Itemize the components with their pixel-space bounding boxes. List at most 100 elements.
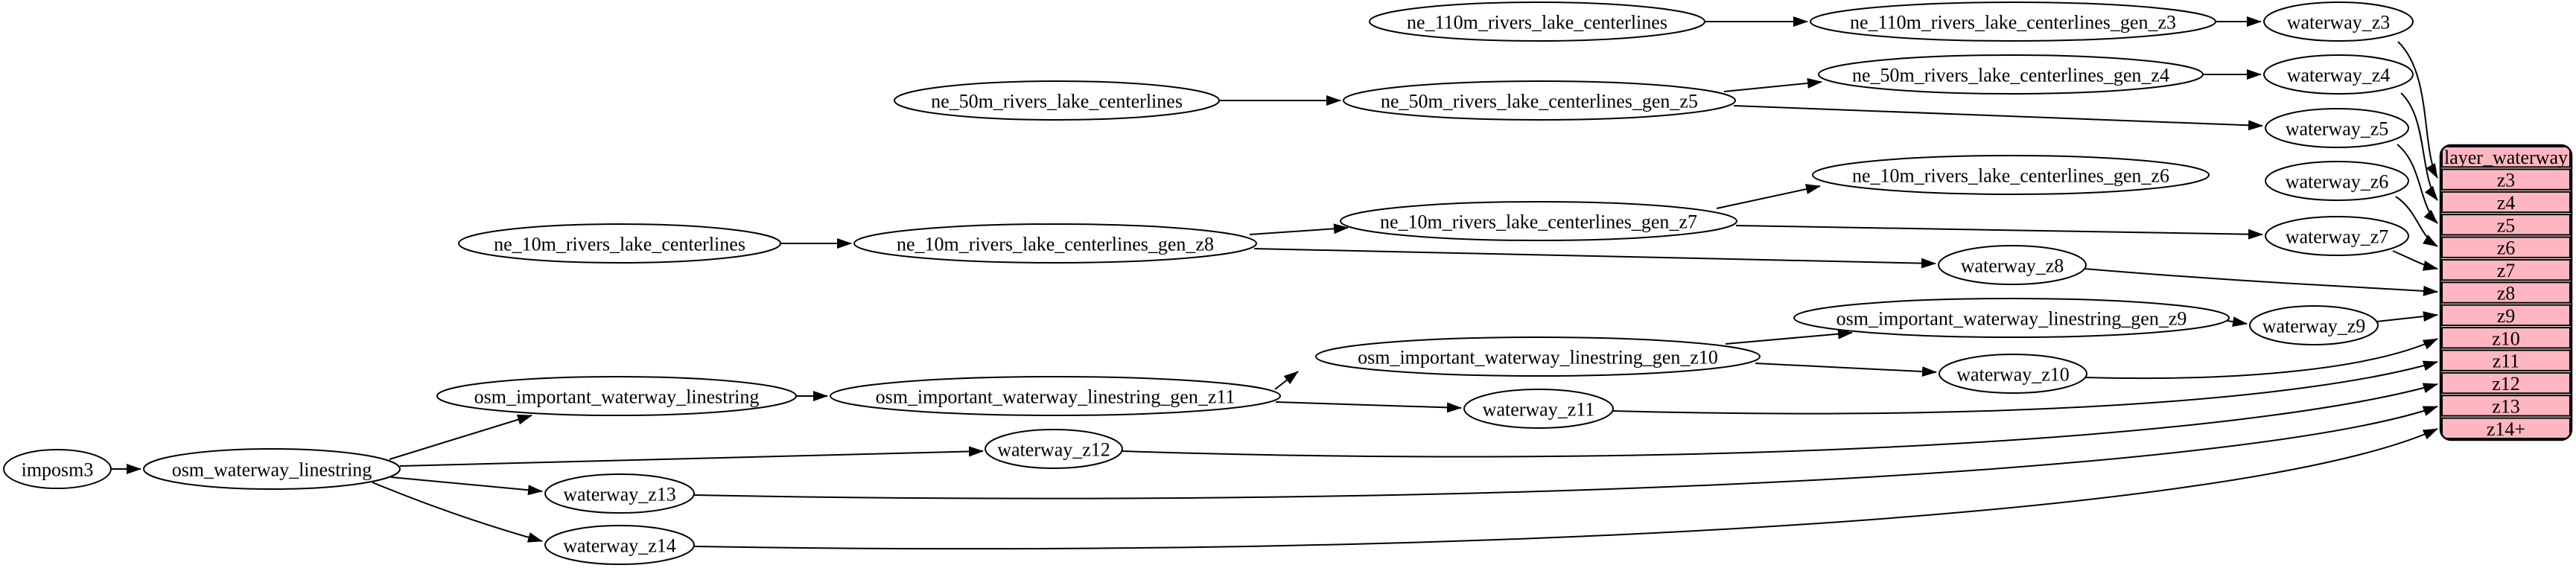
node-ellipse bbox=[3, 449, 112, 489]
edge-waterway_z11-to-layer_waterway.z11 bbox=[1612, 360, 2438, 415]
node-waterway_z5: waterway_z5 bbox=[2265, 108, 2409, 148]
edge-waterway_z10-to-layer_waterway.z10 bbox=[2084, 338, 2438, 380]
node-label: waterway_z11 bbox=[1483, 399, 1595, 421]
record-row-label: z6 bbox=[2497, 237, 2516, 259]
record-row-label: z11 bbox=[2493, 351, 2520, 372]
record-row-label: z10 bbox=[2492, 328, 2520, 349]
node-ellipse bbox=[2265, 108, 2409, 148]
node-waterway_z8: waterway_z8 bbox=[1938, 245, 2087, 285]
node-ellipse bbox=[2265, 161, 2409, 201]
node-ellipse bbox=[830, 376, 1281, 416]
node-waterway_z9: waterway_z9 bbox=[2249, 305, 2379, 345]
edge-waterway_z4-to-layer_waterway.z4 bbox=[2400, 92, 2438, 201]
node-label: imposm3 bbox=[22, 459, 94, 481]
record-row-label: z14+ bbox=[2487, 418, 2525, 440]
node-ellipse bbox=[1315, 336, 1761, 377]
record-row-z12 bbox=[2441, 371, 2571, 395]
node-label: waterway_z6 bbox=[2286, 171, 2389, 193]
edge-ne_50m_rivers_lake_centerlines_gen_z5-to-ne_50m_rivers_lake_centerlines_gen_z4 bbox=[1723, 77, 1822, 92]
edge-osm_waterway_linestring-to-waterway_z12 bbox=[399, 446, 984, 467]
node-label: osm_important_waterway_linestring_gen_z1… bbox=[1358, 347, 1718, 368]
record-row-z10 bbox=[2441, 327, 2571, 349]
node-label: ne_110m_rivers_lake_centerlines_gen_z3 bbox=[1850, 12, 2176, 33]
node-ellipse bbox=[544, 473, 695, 514]
node-ne_110m_rivers_lake_centerlines_gen_z3: ne_110m_rivers_lake_centerlines_gen_z3 bbox=[1810, 1, 2216, 42]
node-ellipse bbox=[1810, 1, 2216, 42]
node-ellipse bbox=[1369, 1, 1705, 42]
node-ellipse bbox=[1463, 389, 1614, 429]
node-osm_important_waterway_linestring_gen_z10: osm_important_waterway_linestring_gen_z1… bbox=[1315, 336, 1761, 377]
edge-ne_10m_rivers_lake_centerlines_gen_z8-to-waterway_z8 bbox=[1253, 248, 1936, 269]
node-label: waterway_z13 bbox=[563, 484, 676, 505]
node-label: waterway_z12 bbox=[997, 439, 1110, 461]
node-osm_important_waterway_linestring: osm_important_waterway_linestring bbox=[436, 376, 797, 416]
node-waterway_z3: waterway_z3 bbox=[2263, 1, 2414, 42]
record-row-z11 bbox=[2441, 349, 2571, 371]
record-row-z3 bbox=[2441, 168, 2571, 191]
node-ellipse bbox=[1812, 155, 2210, 195]
edge-waterway_z9-to-layer_waterway.z9 bbox=[2376, 311, 2438, 322]
record-title: layer_waterway bbox=[2444, 147, 2568, 168]
node-label: osm_important_waterway_linestring_gen_z9 bbox=[1836, 308, 2187, 330]
node-label: waterway_z7 bbox=[2286, 226, 2389, 248]
node-ne_10m_rivers_lake_centerlines_gen_z8: ne_10m_rivers_lake_centerlines_gen_z8 bbox=[853, 223, 1257, 264]
record-row-label: z3 bbox=[2497, 170, 2516, 191]
node-ellipse bbox=[2263, 54, 2414, 95]
node-waterway_z4: waterway_z4 bbox=[2263, 54, 2414, 95]
node-ne_110m_rivers_lake_centerlines: ne_110m_rivers_lake_centerlines bbox=[1369, 1, 1705, 42]
edge-osm_important_waterway_linestring_gen_z10-to-waterway_z10 bbox=[1755, 363, 1937, 377]
node-waterway_z14: waterway_z14 bbox=[544, 525, 695, 565]
node-label: ne_10m_rivers_lake_centerlines_gen_z6 bbox=[1852, 165, 2169, 187]
node-ellipse bbox=[458, 223, 781, 264]
node-ellipse bbox=[544, 525, 695, 565]
node-label: waterway_z9 bbox=[2262, 316, 2366, 337]
record-row-label: z7 bbox=[2497, 260, 2516, 281]
record-row-z4 bbox=[2441, 191, 2571, 214]
node-label: osm_important_waterway_linestring_gen_z1… bbox=[876, 386, 1235, 408]
node-label: osm_important_waterway_linestring bbox=[474, 386, 760, 408]
edge-ne_10m_rivers_lake_centerlines_gen_z7-to-waterway_z7 bbox=[1735, 225, 2263, 240]
node-ne_10m_rivers_lake_centerlines_gen_z7: ne_10m_rivers_lake_centerlines_gen_z7 bbox=[1340, 201, 1737, 241]
node-label: waterway_z4 bbox=[2287, 65, 2391, 86]
node-ne_10m_rivers_lake_centerlines_gen_z6: ne_10m_rivers_lake_centerlines_gen_z6 bbox=[1812, 155, 2210, 195]
node-waterway_z13: waterway_z13 bbox=[544, 473, 695, 514]
edge-osm_waterway_linestring-to-waterway_z13 bbox=[390, 476, 543, 496]
node-waterway_z11: waterway_z11 bbox=[1463, 389, 1614, 429]
node-ellipse bbox=[2265, 216, 2409, 256]
node-osm_important_waterway_linestring_gen_z11: osm_important_waterway_linestring_gen_z1… bbox=[830, 376, 1281, 416]
node-ellipse bbox=[1343, 80, 1736, 121]
node-label: waterway_z5 bbox=[2286, 118, 2389, 140]
record-row-label: z5 bbox=[2497, 214, 2516, 236]
node-ellipse bbox=[894, 80, 1220, 121]
node-ellipse bbox=[1793, 298, 2230, 338]
record-row-z5 bbox=[2441, 214, 2571, 236]
node-label: ne_50m_rivers_lake_centerlines bbox=[931, 91, 1183, 112]
node-ne_50m_rivers_lake_centerlines: ne_50m_rivers_lake_centerlines bbox=[894, 80, 1220, 121]
node-ne_50m_rivers_lake_centerlines_gen_z4: ne_50m_rivers_lake_centerlines_gen_z4 bbox=[1818, 54, 2204, 95]
node-ellipse bbox=[985, 429, 1123, 469]
edge-waterway_z14-to-layer_waterway.z14+ bbox=[693, 428, 2438, 550]
record-row-z7 bbox=[2441, 258, 2571, 281]
node-imposm3: imposm3 bbox=[3, 449, 112, 489]
record-row-label: z12 bbox=[2492, 373, 2520, 395]
nodes-layer: imposm3 osm_waterway_linestring ne_10m_riv… bbox=[3, 1, 2414, 565]
node-label: waterway_z14 bbox=[563, 535, 676, 557]
node-label: waterway_z8 bbox=[1961, 255, 2064, 277]
node-label: ne_110m_rivers_lake_centerlines bbox=[1407, 12, 1667, 33]
record-row-z9 bbox=[2441, 304, 2571, 327]
edge-osm_important_waterway_linestring_gen_z10-to-osm_important_waterway_linestring_gen_z9 bbox=[1725, 328, 1853, 345]
node-osm_waterway_linestring: osm_waterway_linestring bbox=[143, 448, 401, 490]
edge-osm_important_waterway_linestring_gen_z11-to-waterway_z11 bbox=[1275, 401, 1462, 413]
node-label: ne_10m_rivers_lake_centerlines_gen_z8 bbox=[897, 234, 1214, 255]
node-ellipse bbox=[853, 223, 1257, 264]
node-ellipse bbox=[1939, 354, 2087, 394]
record-row-z13 bbox=[2441, 395, 2571, 417]
node-waterway_z7: waterway_z7 bbox=[2265, 216, 2409, 256]
record-row-label: z8 bbox=[2497, 283, 2516, 304]
edge-waterway_z3-to-layer_waterway.z3 bbox=[2397, 41, 2438, 179]
node-waterway_z10: waterway_z10 bbox=[1939, 354, 2087, 394]
node-label: waterway_z3 bbox=[2287, 12, 2391, 33]
edge-osm_waterway_linestring-to-osm_important_waterway_linestring bbox=[389, 414, 532, 460]
